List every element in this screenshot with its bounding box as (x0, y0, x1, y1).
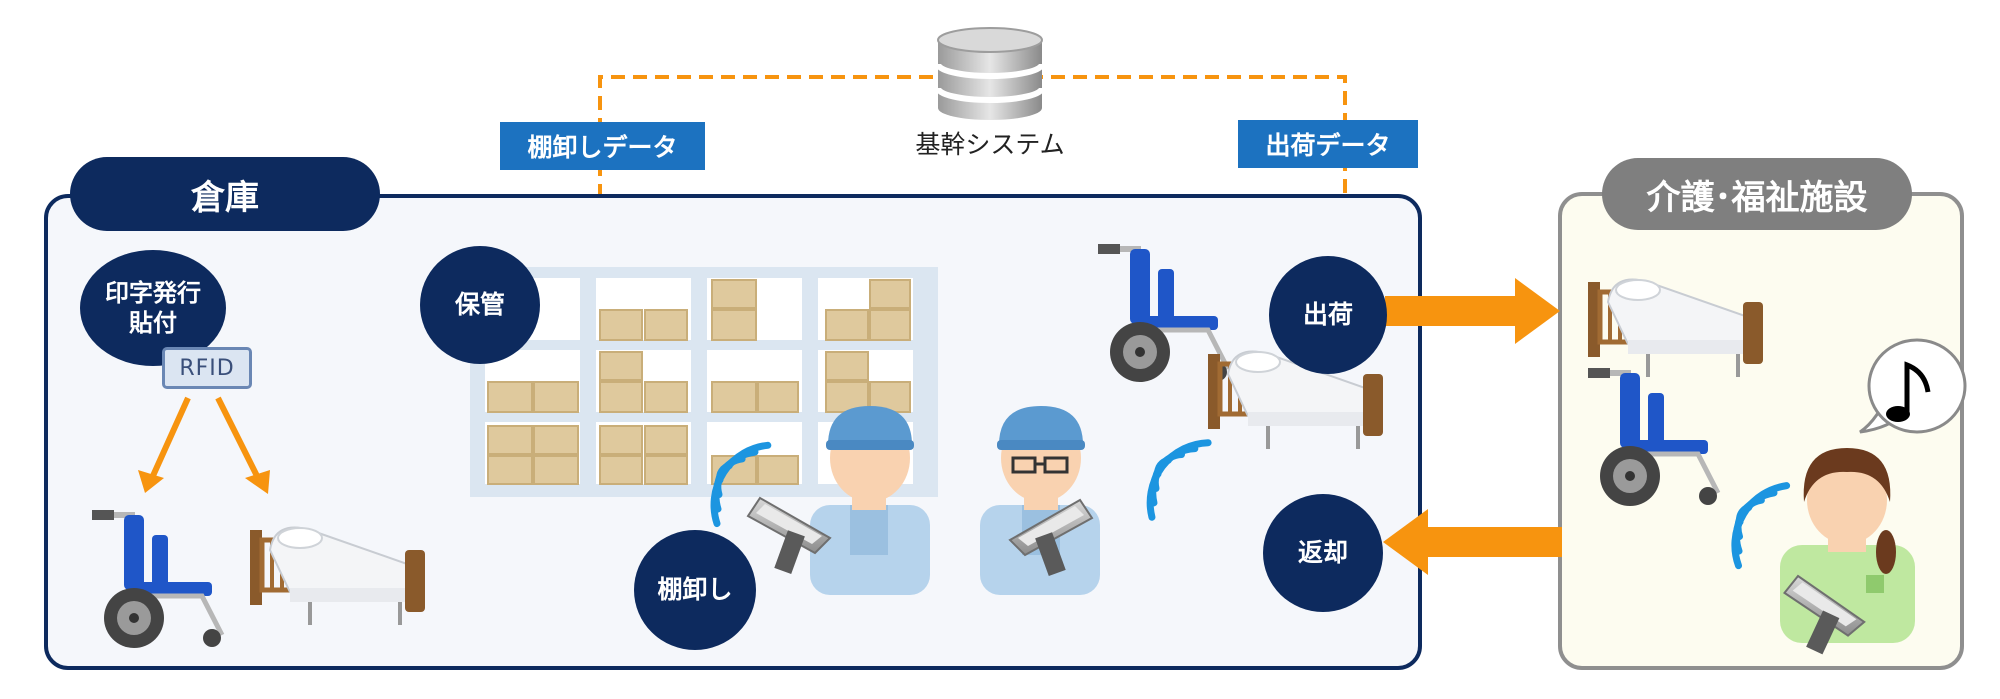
rfid-tag-label: RFID (162, 347, 252, 389)
step-ship: 出荷 (1269, 256, 1387, 374)
database-icon (935, 27, 1045, 120)
system-label: 基幹システム (915, 130, 1065, 159)
step-return: 返却 (1263, 494, 1383, 612)
shipping-data-tag: 出荷データ (1238, 120, 1418, 168)
worker-icon (703, 406, 930, 595)
rfid-tag-text: RFID (179, 355, 235, 381)
step-inventory: 棚卸し (634, 530, 756, 650)
facility-title: 介護･福祉施設 (1602, 158, 1912, 230)
caregiver-icon (1722, 448, 1915, 659)
step-print-attach: 印字発行 貼付 (80, 250, 226, 366)
worker-icon (980, 406, 1217, 595)
ship-arrow (1385, 278, 1560, 344)
rfid-attach-arrows (138, 396, 270, 494)
music-note-icon (1859, 338, 1967, 434)
inventory-data-tag: 棚卸しデータ (500, 122, 705, 170)
step-storage: 保管 (420, 246, 540, 364)
warehouse-title: 倉庫 (70, 157, 380, 231)
return-arrow (1383, 509, 1562, 575)
